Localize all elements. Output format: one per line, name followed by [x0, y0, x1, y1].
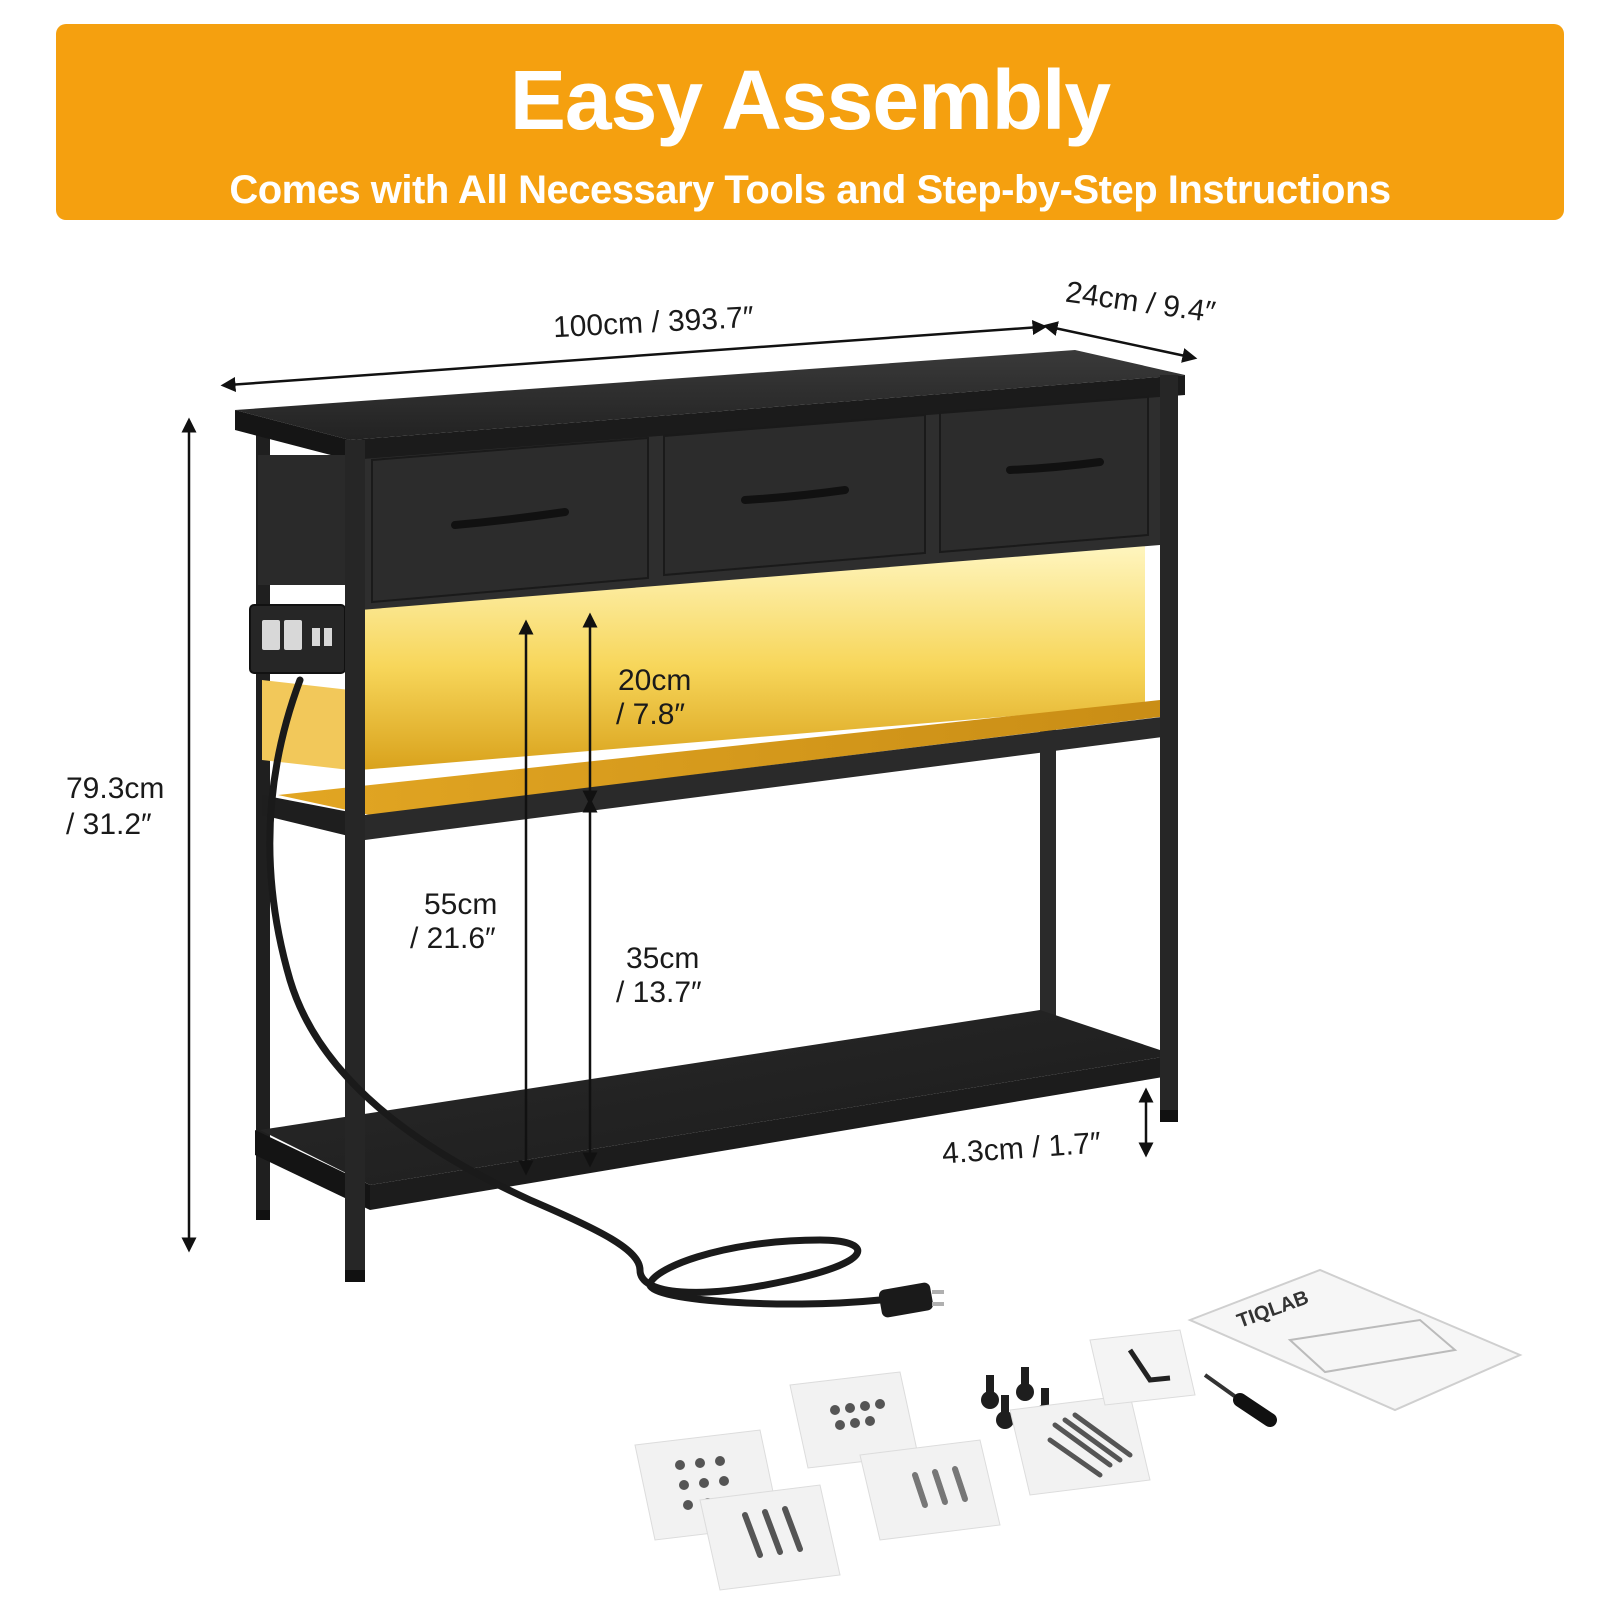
- plug-prong: [932, 1302, 944, 1306]
- outlet-1[interactable]: [262, 620, 280, 650]
- lit-side-panel: [262, 680, 350, 770]
- power-plug-icon: [878, 1282, 934, 1318]
- side-fabric-panel: [258, 455, 350, 585]
- top-board-front: [350, 375, 1185, 460]
- bottom-shelf-surface: [260, 1010, 1175, 1185]
- back-leg-left-foot: [256, 1210, 270, 1220]
- full-opening-label-in: / 21.6″: [410, 922, 496, 955]
- drawer-middle-handle: [741, 486, 849, 504]
- drawer-right-handle: [1006, 458, 1104, 474]
- screwdriver-icon: [1203, 1373, 1277, 1427]
- bottom-shelf-front: [370, 1055, 1175, 1210]
- hardware-bag: [1009, 1394, 1151, 1496]
- depth-dimension-line: [1042, 321, 1198, 363]
- hardware-bag: [789, 1371, 919, 1469]
- front-leg-right: [1160, 375, 1178, 1110]
- banner-title: Easy Assembly: [509, 53, 1111, 147]
- lower-opening-label-in: / 13.7″: [616, 976, 702, 1009]
- top-shelf-label-in: / 7.8″: [616, 698, 685, 731]
- height-label-in: / 31.2″: [66, 808, 152, 841]
- drawer-right[interactable]: [939, 395, 1149, 554]
- banner-subtitle: Comes with All Necessary Tools and Step-…: [229, 168, 1391, 212]
- allen-key-bag: [1089, 1329, 1196, 1406]
- header-banner: Easy Assembly Comes with All Necessary T…: [56, 24, 1564, 220]
- lit-shelf-surface: [278, 700, 1175, 815]
- top-board-side: [235, 410, 350, 460]
- front-leg-right-foot: [1160, 1110, 1178, 1122]
- front-leg-left-foot: [345, 1270, 365, 1282]
- lit-shelf-front: [365, 715, 1178, 840]
- outlet-2[interactable]: [284, 620, 302, 650]
- full-opening-label-cm: 55cm: [424, 888, 498, 921]
- plug-prong: [932, 1290, 944, 1294]
- instruction-manual: TIQLAB: [1187, 1268, 1523, 1412]
- lower-opening-label-cm: 35cm: [626, 942, 700, 975]
- power-cord: [266, 676, 884, 1308]
- usb-port-1[interactable]: [312, 628, 320, 646]
- hardware-bag: [859, 1439, 1001, 1541]
- lit-shelf-side: [262, 795, 365, 840]
- usb-port-2[interactable]: [324, 628, 332, 646]
- drawer-left-handle: [451, 508, 569, 529]
- hardware-bag: [699, 1484, 841, 1591]
- lit-shelf-back: [360, 540, 1145, 770]
- bottom-shelf-side: [255, 1130, 370, 1210]
- top-shelf-label-cm: 20cm: [618, 664, 692, 697]
- width-dimension-line: [220, 320, 1048, 392]
- height-label-cm: 79.3cm: [66, 772, 165, 805]
- front-leg-left: [345, 440, 365, 1270]
